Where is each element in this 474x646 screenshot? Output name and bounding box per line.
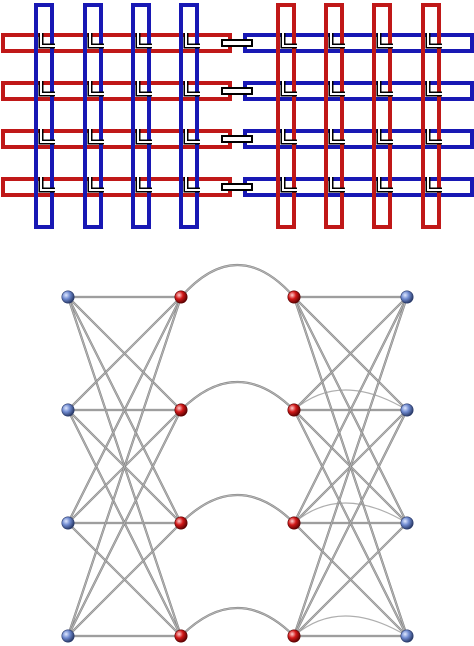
vertical-loop [131, 3, 151, 229]
vertical-loop [34, 3, 54, 229]
coupler [328, 177, 345, 193]
blue-node [400, 629, 414, 643]
red-node [287, 403, 301, 417]
inter-block-coupler [221, 39, 253, 47]
blue-node [400, 516, 414, 530]
graph-edge-highlight [67, 296, 182, 524]
graph-arc-secondary [293, 502, 408, 524]
coupler [38, 81, 55, 97]
coupler [87, 177, 104, 193]
blue-node [400, 290, 414, 304]
red-node [287, 290, 301, 304]
graph-arc-highlight [180, 381, 295, 411]
coupler [183, 33, 200, 49]
graph-edge-highlight [293, 522, 408, 637]
inter-block-coupler [221, 87, 253, 95]
graph-arc-highlight [180, 494, 295, 524]
coupler [280, 129, 297, 145]
graph-edge-highlight [67, 409, 182, 637]
coupler [183, 177, 200, 193]
coupler [376, 177, 393, 193]
coupler [135, 129, 152, 145]
vertical-loop [83, 3, 103, 229]
graph-edge-highlight [67, 296, 182, 411]
coupler [87, 81, 104, 97]
graph-edge-highlight [293, 296, 408, 524]
graph-arc-secondary [293, 615, 408, 637]
coupler [280, 177, 297, 193]
graph-edge-highlight [67, 522, 182, 637]
red-node [174, 629, 188, 643]
coupler [38, 33, 55, 49]
coupler [135, 81, 152, 97]
coupler [425, 33, 442, 49]
coupler [87, 129, 104, 145]
coupler [425, 177, 442, 193]
coupler [328, 33, 345, 49]
vertical-loop [276, 3, 296, 229]
graph-arc-highlight [180, 607, 295, 637]
red-node [287, 516, 301, 530]
blue-node [61, 290, 75, 304]
graph-arc-secondary [293, 389, 408, 411]
red-node [174, 403, 188, 417]
coupler [135, 33, 152, 49]
coupler [425, 129, 442, 145]
vertical-loop [421, 3, 441, 229]
coupler [87, 33, 104, 49]
inter-block-coupler [221, 135, 253, 143]
bipartite-graph [61, 264, 414, 643]
coupler [376, 81, 393, 97]
graph-edge-highlight [67, 296, 182, 637]
blue-node [61, 403, 75, 417]
chimera-grid [1, 3, 474, 229]
vertical-loop [179, 3, 199, 229]
graph-edge-highlight [293, 409, 408, 637]
coupler [183, 81, 200, 97]
coupler [135, 177, 152, 193]
coupler [38, 177, 55, 193]
coupler [183, 129, 200, 145]
inter-block-coupler [221, 183, 253, 191]
coupler [328, 129, 345, 145]
blue-node [61, 516, 75, 530]
coupler [376, 33, 393, 49]
coupler [280, 81, 297, 97]
blue-node [400, 403, 414, 417]
graph-edge-highlight [293, 296, 408, 637]
red-node [287, 629, 301, 643]
vertical-loop [372, 3, 392, 229]
coupler [425, 81, 442, 97]
blue-node [61, 629, 75, 643]
red-node [174, 516, 188, 530]
coupler [376, 129, 393, 145]
coupler [38, 129, 55, 145]
vertical-loop [324, 3, 344, 229]
red-node [174, 290, 188, 304]
graph-edge-highlight [293, 296, 408, 411]
graph-arc-highlight [180, 264, 295, 298]
coupler [280, 33, 297, 49]
coupler [328, 81, 345, 97]
